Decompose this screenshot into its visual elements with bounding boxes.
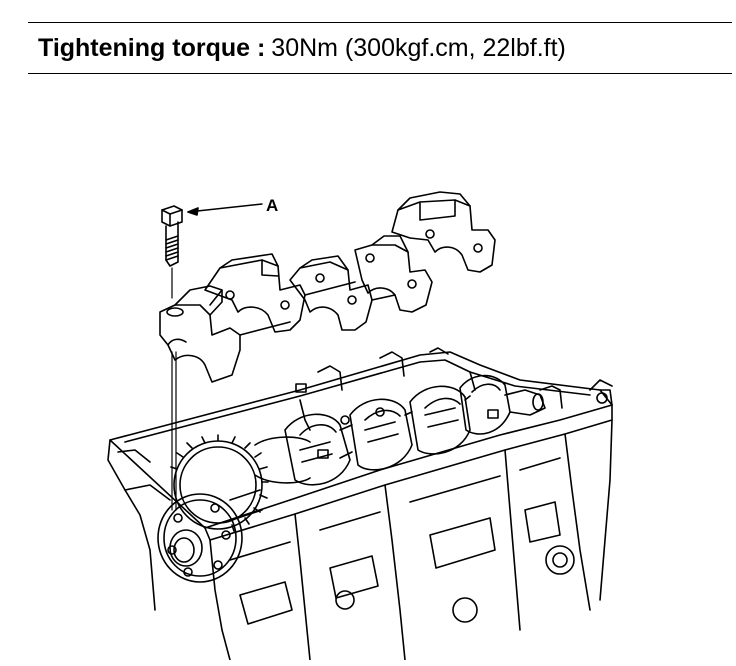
crankshaft	[254, 374, 546, 486]
engine-block-illustration: A	[0, 90, 736, 660]
spec-header: Tightening torque :30Nm (300kgf.cm, 22lb…	[28, 22, 732, 74]
assembly-guide-lines	[171, 267, 177, 511]
callout-a-leader	[187, 203, 263, 213]
engine-diagram-svg: A	[107, 191, 613, 660]
callout-a-label: A	[266, 196, 278, 215]
torque-label: Tightening torque :	[38, 34, 266, 62]
crankshaft-sprocket	[157, 434, 269, 583]
bearing-cap-bolt	[161, 205, 183, 267]
main-bearing-caps	[159, 191, 496, 383]
torque-value: 30Nm (300kgf.cm, 22lbf.ft)	[271, 34, 566, 62]
torque-spec: Tightening torque :30Nm (300kgf.cm, 22lb…	[38, 33, 566, 63]
callout-a-arrowhead	[187, 207, 199, 216]
engine-block	[107, 347, 613, 660]
